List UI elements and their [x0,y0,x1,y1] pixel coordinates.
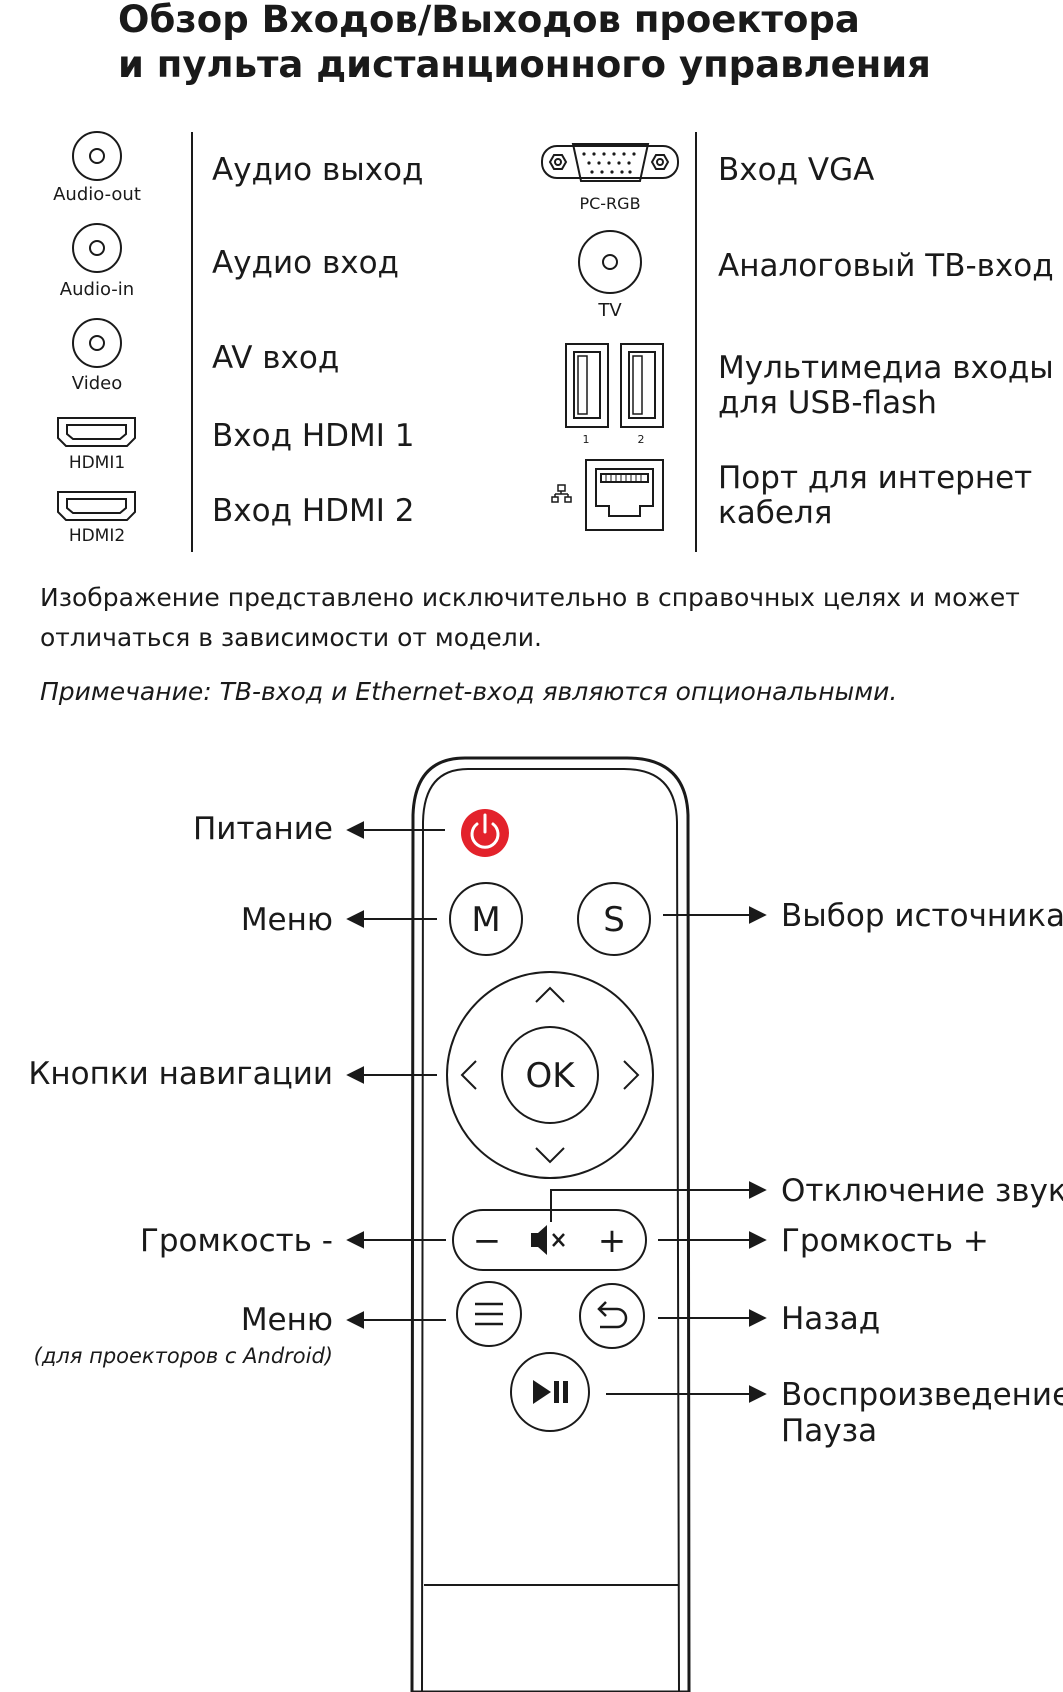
android-menu-button[interactable] [456,1281,522,1347]
volume-up-button[interactable]: + [598,1221,627,1261]
audio-in-jack-icon [72,223,122,273]
page-title-line1: Обзор Входов/Выходов проектора [118,0,860,41]
vga-description: Вход VGA [718,152,874,188]
audio-out-jack-icon [72,131,122,181]
ethernet-description-line2: кабеля [718,495,832,531]
chevron-up-icon [535,986,565,1003]
disclaimer-line2: отличаться в зависимости от модели. [40,623,542,652]
back-button[interactable] [579,1283,645,1349]
tv-description: Аналоговый ТВ-вход [718,248,1054,284]
usb-port-label-1: 1 [583,433,590,446]
dpad-down-button[interactable] [535,1147,565,1164]
ok-button-label: OK [525,1056,576,1096]
hamburger-menu-icon [475,1302,503,1326]
audio-out-port-label: Audio-out [53,184,141,205]
chevron-down-icon [535,1147,565,1164]
label-volume-down: Громкость - [140,1223,333,1259]
dpad-right-button[interactable] [623,1060,640,1090]
volume-plus-label: + [598,1221,627,1261]
menu-button-label: M [471,900,500,940]
usb-description-line1: Мультимедиа входы [718,350,1054,386]
label-back: Назад [781,1301,880,1337]
ethernet-description-line1: Порт для интернет [718,460,1032,496]
hdmi2-port-label: HDMI2 [69,526,125,546]
vga-port-icon [541,143,679,182]
chevron-right-icon [623,1060,640,1090]
navigation-dpad[interactable]: OK [446,971,654,1179]
power-button[interactable] [461,809,509,857]
label-mute: Отключение звука [781,1173,1063,1209]
hdmi1-description: Вход HDMI 1 [212,418,415,454]
dpad-left-button[interactable] [460,1060,477,1090]
label-menu: Меню [241,902,333,938]
source-button[interactable]: S [577,882,651,956]
audio-out-description: Аудио выход [212,152,423,188]
arrow-mute [550,1181,767,1222]
ports-right-column: PC-RGB Вход VGA TV Аналоговый ТВ-вход 1 … [541,143,1054,531]
video-description: AV вход [212,340,339,376]
audio-in-port-label: Audio-in [60,279,134,300]
hdmi-port-icon [57,491,136,521]
label-power: Питание [193,811,333,847]
mute-icon [531,1225,565,1255]
ok-button[interactable]: OK [501,1026,599,1124]
source-button-label: S [603,900,625,940]
network-symbol-icon [551,484,572,503]
page-title-line2: и пульта дистанционного управления [118,43,931,86]
label-source: Выбор источника [781,898,1063,934]
label-play-pause-line1: Воспроизведение/ [781,1377,1063,1413]
volume-minus-label: − [473,1221,502,1261]
label-android-menu: Меню [241,1302,333,1338]
vga-port-label: PC-RGB [579,194,640,213]
hdmi1-port-label: HDMI1 [69,453,125,473]
hdmi2-description: Вход HDMI 2 [212,493,415,529]
ethernet-port-icon [585,459,664,531]
label-navigation: Кнопки навигации [28,1056,333,1092]
tv-port-label: TV [597,300,622,321]
remote-body-inner [420,768,681,1692]
tv-antenna-jack-icon [578,230,642,294]
dpad-up-button[interactable] [535,986,565,1003]
remote-body-outer [410,756,691,1692]
video-port-label: Video [72,373,122,394]
label-play-pause-line2: Пауза [781,1413,877,1449]
label-volume-up: Громкость + [781,1223,989,1259]
power-icon [470,822,500,849]
usb-port-label-2: 2 [638,433,645,446]
play-pause-icon [533,1380,568,1404]
hdmi-port-icon [57,417,136,447]
play-pause-button[interactable] [510,1352,590,1432]
usb-ports-icon [565,343,664,428]
back-arrow-icon [597,1301,628,1329]
audio-in-description: Аудио вход [212,245,399,281]
volume-rocker: − + [452,1209,647,1271]
menu-button[interactable]: M [449,882,523,956]
ports-left-column: Audio-out Аудио выход Audio-in Аудио вхо… [53,131,423,546]
usb-description-line2: для USB-flash [718,385,937,421]
disclaimer-line1: Изображение представлено исключительно в… [40,583,1020,612]
volume-down-button[interactable]: − [473,1221,502,1261]
note-text: Примечание: ТВ-вход и Ethernet-вход явля… [40,677,897,706]
mute-button[interactable] [531,1225,565,1255]
chevron-left-icon [460,1060,477,1090]
remote-control: M S OK [410,756,691,1692]
label-android-menu-sub: (для проекторов с Android) [34,1344,333,1368]
callout-arrows [346,821,767,1403]
video-jack-icon [72,318,122,368]
